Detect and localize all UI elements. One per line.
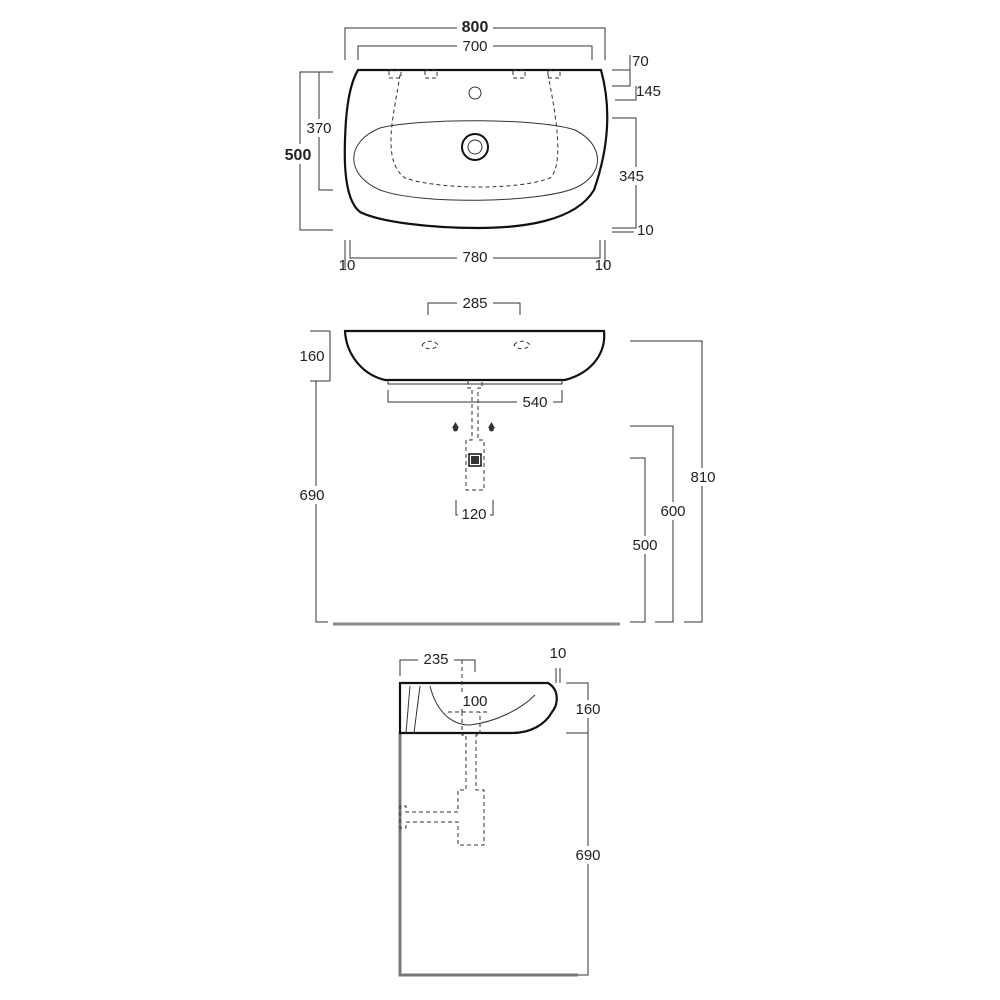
- top-bracket-4: [547, 69, 561, 79]
- dim-700: 700: [462, 38, 487, 55]
- top-view: 800 700 500 370 70 145 345 10 780 10 10: [282, 18, 661, 274]
- dim-100: 100: [462, 693, 487, 710]
- dim-line-70: [612, 55, 631, 87]
- dim-500: 500: [285, 147, 312, 164]
- dim-235: 235: [423, 651, 448, 668]
- bracket-left: [421, 340, 439, 350]
- dim-145: 145: [636, 83, 661, 100]
- bracket-right: [513, 340, 531, 350]
- dim-10-bottom-left: 10: [339, 257, 356, 274]
- dim-800: 800: [462, 19, 489, 36]
- dim-line-145: [615, 86, 637, 101]
- side-view: 235 10 100 160 690: [398, 645, 606, 977]
- basin-inner-side: [429, 685, 536, 726]
- basin-outline-side: [398, 681, 558, 735]
- dim-160-side: 160: [575, 701, 600, 718]
- wall-line: [398, 733, 578, 977]
- dim-600: 600: [660, 503, 685, 520]
- dim-70: 70: [632, 53, 649, 70]
- dim-line-10-side: [555, 668, 561, 683]
- basin-base: [387, 380, 563, 385]
- trap-side: [399, 712, 485, 846]
- dim-540: 540: [522, 394, 547, 411]
- dim-line-10-right: [612, 227, 634, 233]
- dim-500-front: 500: [632, 537, 657, 554]
- top-bracket-2: [424, 69, 438, 79]
- inner-bowl: [353, 120, 598, 201]
- dim-10-right: 10: [637, 222, 654, 239]
- hidden-bowl-line: [390, 74, 559, 188]
- dim-780: 780: [462, 249, 487, 266]
- dim-690-front: 690: [299, 487, 324, 504]
- trap-front: [465, 380, 485, 491]
- front-view: 285 160 540 120 690 810 600 500: [294, 295, 722, 626]
- drain-inner: [467, 139, 483, 155]
- dim-line-540: [387, 390, 563, 403]
- dim-10-bottom-right: 10: [595, 257, 612, 274]
- basin-bracket-side: [405, 685, 421, 734]
- valve-left-icon: [452, 422, 459, 428]
- dim-810: 810: [690, 469, 715, 486]
- trap-nut: [468, 453, 482, 467]
- tap-hole: [468, 86, 482, 100]
- dim-line-600: [630, 425, 674, 623]
- dim-120: 120: [461, 506, 486, 523]
- valve-right-icon: [488, 422, 495, 428]
- basin-outline-front: [343, 329, 606, 382]
- dim-10-side: 10: [550, 645, 567, 662]
- dim-160-front: 160: [299, 348, 324, 365]
- drain-outer: [461, 133, 489, 161]
- dim-345: 345: [619, 168, 644, 185]
- top-bracket-1: [388, 69, 402, 79]
- dim-690-side: 690: [575, 847, 600, 864]
- top-bracket-3: [512, 69, 526, 79]
- dim-370: 370: [306, 120, 331, 137]
- dim-285: 285: [462, 295, 487, 312]
- dim-line-690-side: [578, 733, 589, 976]
- basin-outline-top: [343, 68, 609, 230]
